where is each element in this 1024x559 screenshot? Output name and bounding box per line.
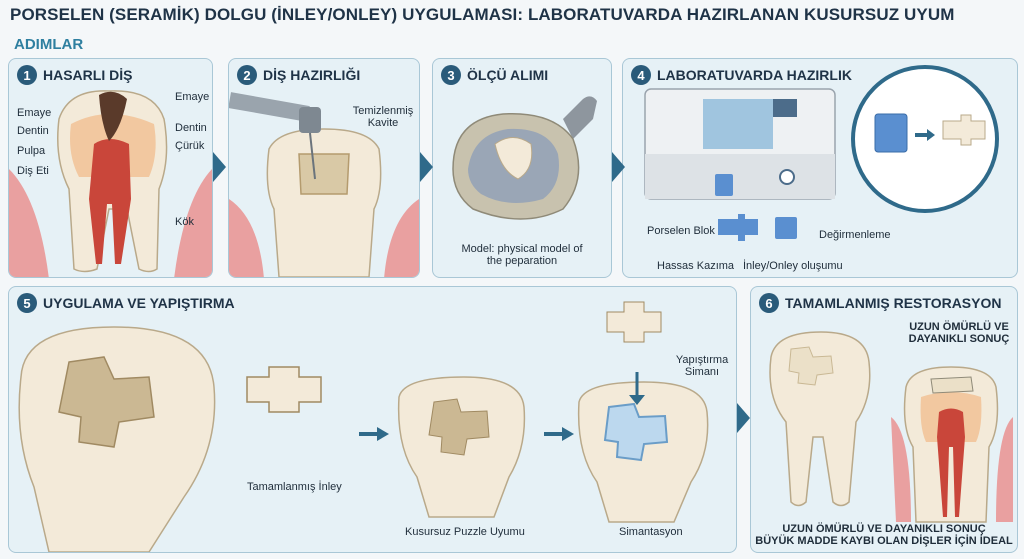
arrow-1-2 — [213, 152, 226, 182]
arrow-5-6 — [737, 403, 750, 433]
label-kavite-line-2: Kavite — [347, 117, 419, 129]
label-pulpa: Pulpa — [17, 145, 45, 157]
label-footer: UZUN ÖMÜRLÜ VE DAYANIKLI SONUÇ BÜYÜK MAD… — [751, 523, 1017, 547]
step-4-header: 4 LABORATUVARDA HAZIRLIK — [631, 65, 852, 85]
step-3-badge: 3 — [441, 65, 461, 85]
step-6-title: TAMAMLANMIŞ RESTORASYON — [785, 295, 1001, 311]
step-3-header: 3 ÖLÇÜ ALIMI — [441, 65, 548, 85]
label-emaye-left: Emaye — [17, 107, 51, 119]
label-simantasyon: Simantasyon — [619, 526, 683, 538]
step-6-badge: 6 — [759, 293, 779, 313]
application-illustration — [9, 287, 736, 552]
panel-step-2: 2 DİŞ HAZIRLIĞI Temizlenmiş Kavite — [228, 58, 420, 278]
label-result: UZUN ÖMÜRLÜ VE DAYANIKLI SONUÇ — [901, 321, 1017, 345]
page-title: PORSELEN (SERAMİK) DOLGU (İNLEY/ONLEY) U… — [10, 5, 955, 25]
label-model-line-2: the peparation — [433, 255, 611, 267]
label-model: Model: physical model of the peparation — [433, 243, 611, 267]
label-yapistirma-line-1: Yapıştırma — [669, 354, 735, 366]
label-dis-eti: Diş Eti — [17, 165, 49, 177]
step-5-header: 5 UYGULAMA VE YAPIŞTIRMA — [17, 293, 235, 313]
step-2-title: DİŞ HAZIRLIĞI — [263, 67, 360, 83]
label-footer-line-2: BÜYÜK MADDE KAYBI OLAN DİŞLER İÇİN İDEAL — [751, 535, 1017, 547]
label-inley-olusumu: İnley/Onley oluşumu — [743, 260, 843, 272]
label-result-line-2: DAYANIKLI SONUÇ — [901, 333, 1017, 345]
step-2-badge: 2 — [237, 65, 257, 85]
label-emaye-top: Emaye — [175, 91, 209, 103]
label-dentin-left: Dentin — [17, 125, 49, 137]
page-subtitle: ADIMLAR — [14, 36, 83, 53]
panel-step-5: 5 UYGULAMA VE YAPIŞTIRMA Tamamlanmış İnl… — [8, 286, 737, 553]
label-footer-line-1: UZUN ÖMÜRLÜ VE DAYANIKLI SONUÇ — [751, 523, 1017, 535]
step-6-header: 6 TAMAMLANMIŞ RESTORASYON — [759, 293, 1001, 313]
step-1-badge: 1 — [17, 65, 37, 85]
arrow-2-3 — [420, 152, 433, 182]
milling-machine-illustration — [623, 59, 1017, 277]
arrow-3-4 — [612, 152, 625, 182]
label-result-line-1: UZUN ÖMÜRLÜ VE — [901, 321, 1017, 333]
step-4-badge: 4 — [631, 65, 651, 85]
label-kok: Kök — [175, 216, 194, 228]
tooth-preparation-illustration — [229, 59, 419, 277]
label-yapistirma: Yapıştırma Simanı — [669, 354, 735, 378]
step-5-badge: 5 — [17, 293, 37, 313]
step-4-title: LABORATUVARDA HAZIRLIK — [657, 67, 852, 83]
label-kavite: Temizlenmiş Kavite — [347, 105, 419, 129]
label-porselen-blok: Porselen Blok — [647, 225, 715, 237]
label-degirmenleme: Değirmenleme — [819, 229, 891, 241]
label-hassas-kazima: Hassas Kazıma — [657, 260, 734, 272]
panel-step-6: 6 TAMAMLANMIŞ RESTORASYON UZUN ÖMÜRLÜ VE… — [750, 286, 1018, 553]
step-2-header: 2 DİŞ HAZIRLIĞI — [237, 65, 360, 85]
step-5-title: UYGULAMA VE YAPIŞTIRMA — [43, 295, 235, 311]
panel-step-4: 4 LABORATUVARDA HAZIRLIK Porselen Blok D… — [622, 58, 1018, 278]
panel-step-1: 1 HASARLI DİŞ Emaye Emaye Dentin Dentin … — [8, 58, 213, 278]
label-puzzle: Kusursuz Puzzle Uyumu — [405, 526, 525, 538]
step-1-title: HASARLI DİŞ — [43, 67, 132, 83]
step-3-title: ÖLÇÜ ALIMI — [467, 67, 548, 83]
panel-step-3: 3 ÖLÇÜ ALIMI Model: physical model of th… — [432, 58, 612, 278]
step-1-header: 1 HASARLI DİŞ — [17, 65, 132, 85]
label-dentin-right: Dentin — [175, 122, 207, 134]
label-tamamlanmis-inley: Tamamlanmış İnley — [247, 481, 342, 493]
label-yapistirma-line-2: Simanı — [669, 366, 735, 378]
label-curuk: Çürük — [175, 140, 204, 152]
label-model-line-1: Model: physical model of — [433, 243, 611, 255]
label-kavite-line-1: Temizlenmiş — [347, 105, 419, 117]
